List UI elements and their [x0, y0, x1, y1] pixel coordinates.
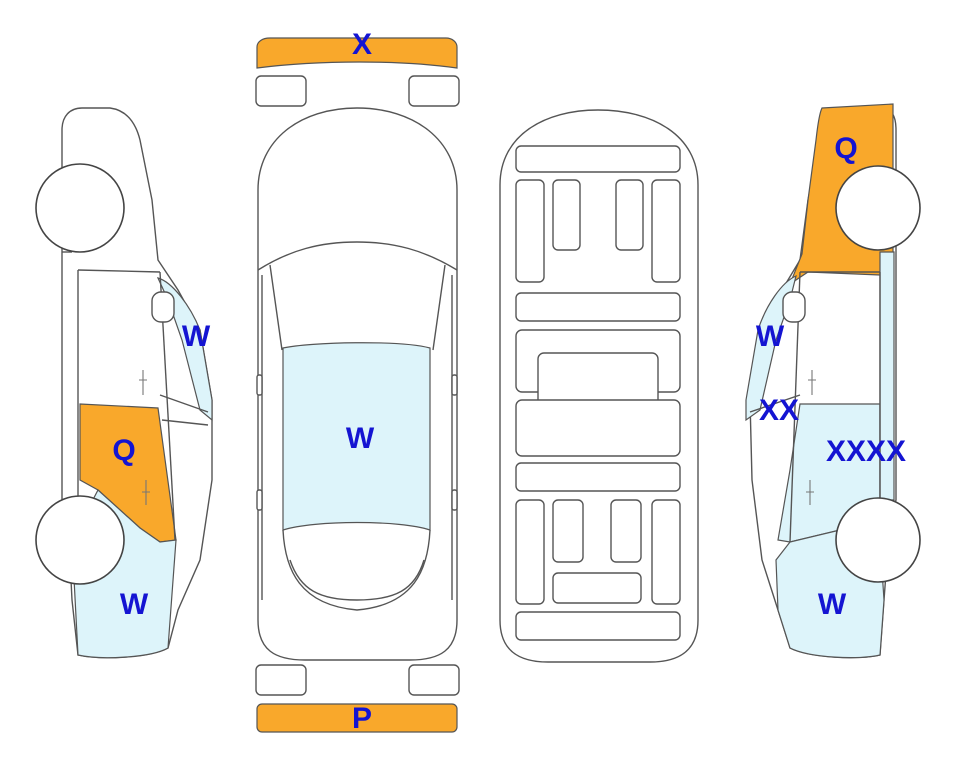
left-front-window-label: W [182, 320, 211, 353]
right-rear-quarter-label: W [818, 588, 847, 621]
roof-glass-label: W [346, 422, 375, 455]
damage-labels: X P W W Q W Q W XX XXXX W [112, 28, 906, 735]
rear-bumper-label: P [352, 702, 372, 735]
left-rear-quarter-label: W [120, 588, 149, 621]
rear-bumper [256, 703, 458, 733]
left-rear-wheel [35, 495, 125, 585]
front-bumper [256, 37, 458, 69]
right-front-window-label: W [756, 320, 785, 353]
right-side-view [745, 103, 921, 659]
top-view [255, 37, 460, 733]
left-side-view [35, 107, 213, 659]
front-bumper-label: X [352, 28, 372, 61]
underside-view [499, 109, 699, 663]
right-front-door-label-a: XX [759, 394, 799, 427]
left-rear-door-label: Q [112, 434, 135, 467]
right-front-door-label-b: XXXX [826, 435, 906, 468]
left-front-wheel [35, 163, 125, 253]
right-rear-wheel [835, 497, 921, 583]
left-front-window [156, 277, 213, 422]
right-rear-fender-label: Q [834, 132, 857, 165]
right-front-wheel [835, 165, 921, 251]
